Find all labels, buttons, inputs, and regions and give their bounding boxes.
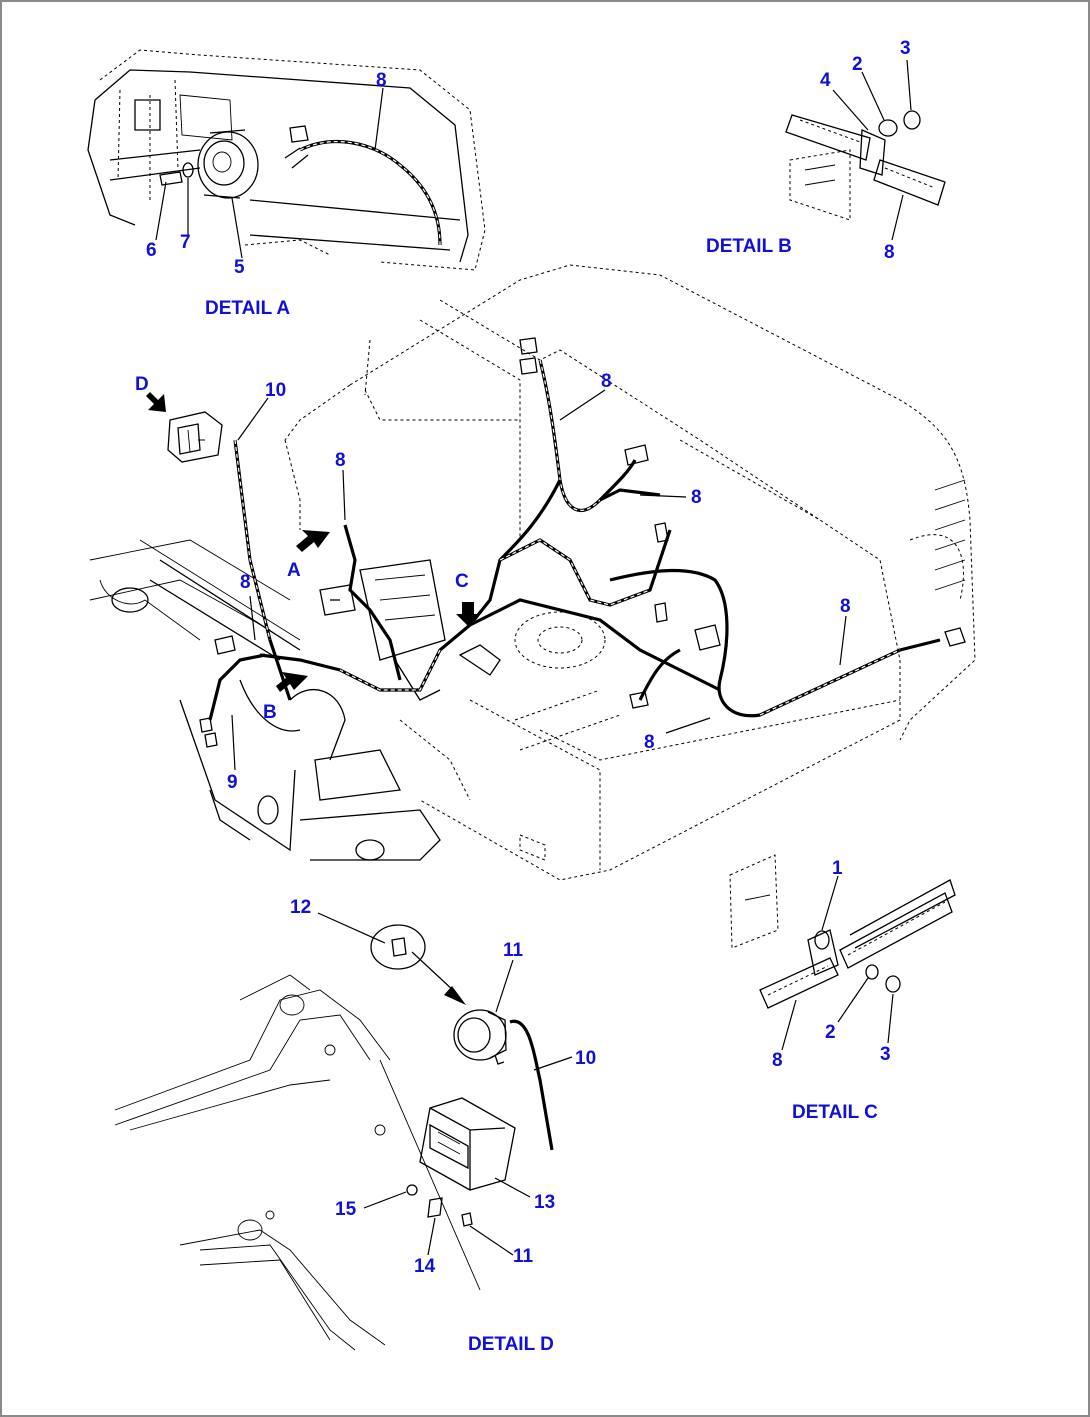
callout-main-8-bottom: 8 — [644, 732, 655, 753]
view-arrow-d-label: D — [135, 374, 149, 395]
callout-d-12: 12 — [290, 897, 311, 918]
callout-c-1: 1 — [832, 858, 843, 879]
callout-a-6: 6 — [146, 240, 157, 261]
callout-c-2: 2 — [825, 1022, 836, 1043]
callout-b-8: 8 — [884, 242, 895, 263]
callout-d-11-bottom: 11 — [513, 1246, 534, 1267]
view-arrow-b-label: B — [263, 702, 277, 723]
view-arrow-a-label: A — [287, 560, 301, 581]
detail-a-drawing — [87, 49, 486, 271]
detail-d-title: DETAIL D — [468, 1334, 554, 1355]
callout-b-2: 2 — [852, 54, 863, 75]
detail-d-drawing — [114, 912, 573, 1351]
callout-a-5: 5 — [234, 257, 245, 278]
callout-d-11-top: 11 — [503, 940, 524, 961]
callout-main-8-center: 8 — [335, 450, 346, 471]
callout-main-10: 10 — [265, 380, 286, 401]
detail-c-drawing — [729, 854, 956, 1051]
callout-b-4: 4 — [820, 70, 831, 91]
callout-a-7: 7 — [180, 232, 191, 253]
callout-c-3: 3 — [880, 1044, 891, 1065]
callout-d-15: 15 — [335, 1199, 357, 1220]
callout-c-8: 8 — [772, 1050, 783, 1071]
callout-d-10: 10 — [575, 1048, 596, 1069]
callout-d-14: 14 — [414, 1256, 436, 1277]
callout-a-8: 8 — [376, 70, 387, 91]
callout-main-8-right-upper: 8 — [691, 487, 702, 508]
detail-b-title: DETAIL B — [706, 236, 792, 257]
callout-main-8-right: 8 — [840, 596, 851, 617]
detail-b-drawing — [785, 59, 946, 241]
callout-d-13: 13 — [534, 1192, 555, 1213]
callout-b-3: 3 — [900, 38, 911, 59]
callout-main-8-left: 8 — [240, 572, 251, 593]
callout-main-8-top: 8 — [601, 371, 612, 392]
detail-c-title: DETAIL C — [792, 1102, 878, 1123]
view-arrow-c-label: C — [455, 571, 469, 592]
main-machine-drawing — [89, 264, 976, 881]
callout-main-9: 9 — [227, 772, 238, 793]
detail-a-title: DETAIL A — [205, 298, 290, 319]
